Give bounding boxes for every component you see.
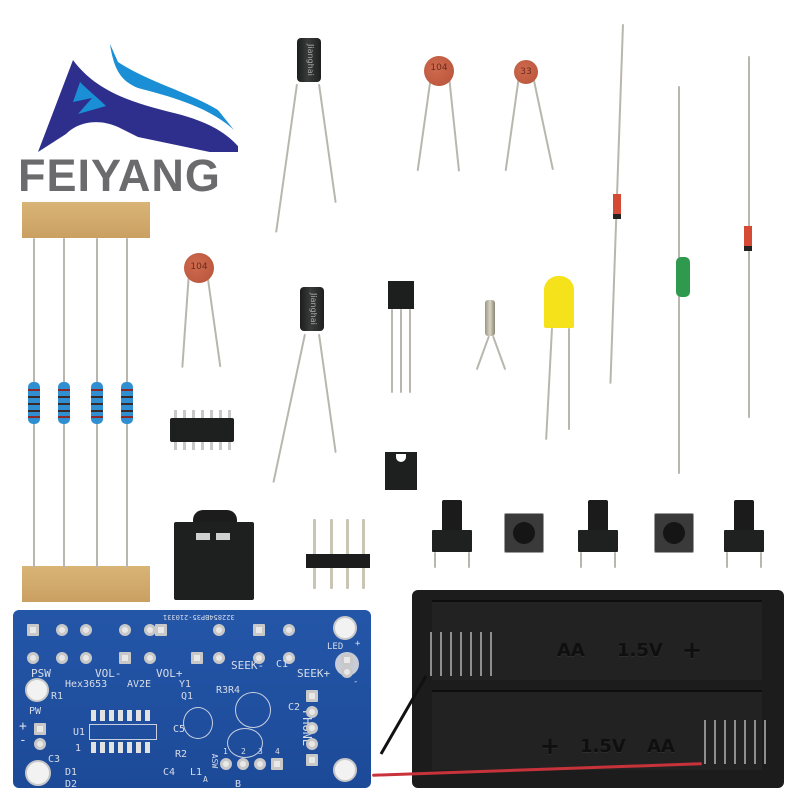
label-d1: D1 [65,767,78,778]
label-l1: L1 [190,767,203,778]
radio-pcb: 322854BP35-210331 PSW VOL- VOL+ Hex3653 … [13,610,371,790]
label-q1: Q1 [181,691,194,702]
label-y1: Y1 [179,679,192,690]
label-psw: PSW [31,667,51,680]
pcb-serial: 322854BP35-210331 [163,613,235,621]
resistor [58,382,70,424]
resistor [121,382,133,424]
label-c3: C3 [48,754,61,765]
label-asw: ASW [210,753,220,769]
feiyang-wave-icon [38,44,248,160]
label-pw-plus: + [19,719,27,734]
label-c4: C4 [163,767,176,778]
label-c5: C5 [173,724,186,735]
label-led: LED [327,642,344,652]
tact-switch-square-2 [654,513,694,553]
label-ver: AV2E [127,679,152,690]
label-b: B [235,779,242,790]
brand-logo [18,22,248,160]
label-pw: PW [29,706,42,717]
tape-top [22,202,150,238]
label-c1: C1 [276,659,289,670]
label-r1: R1 [51,691,64,702]
label-d2: D2 [65,779,78,790]
label-vol-minus: VOL- [95,667,122,680]
resistor [28,382,40,424]
label-r2: R2 [175,749,188,760]
label-vol-plus: VOL+ [156,667,183,680]
label-seek-plus: SEEK+ [297,667,331,680]
tape-bottom [22,566,150,602]
label-a: A [203,775,208,784]
tact-switch-square-1 [504,513,544,553]
label-pin1: 1 [75,743,82,754]
label-pw-minus: - [19,733,27,748]
label-u1: U1 [73,727,86,738]
label-c2: C2 [288,702,301,713]
resistor [91,382,103,424]
battery-holder: AA 1.5V + + 1.5V AA [372,590,784,788]
brand-name: FEIYANG [18,150,221,201]
jumper-cap [385,452,417,490]
label-chip: Hex3653 [65,679,108,690]
label-seek-minus: SEEK- [231,659,265,672]
label-r3r4: R3R4 [216,685,241,696]
